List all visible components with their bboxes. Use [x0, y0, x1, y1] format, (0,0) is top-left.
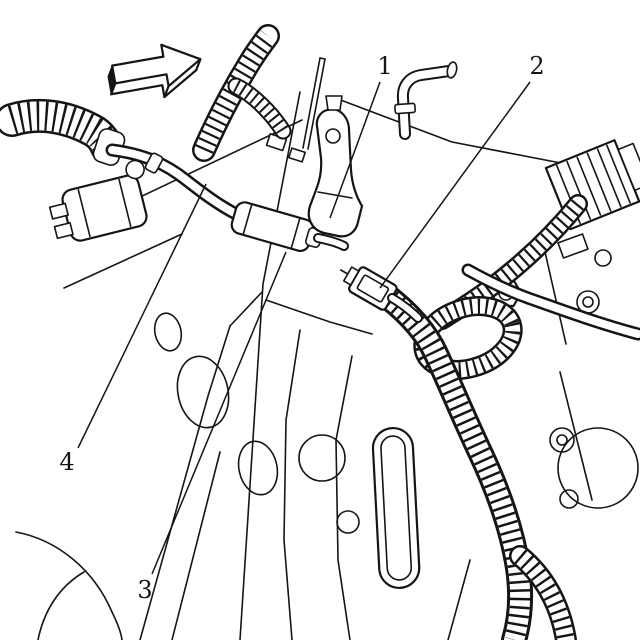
vacuum-actuator — [48, 159, 148, 242]
cylinder-outlet-stub — [313, 233, 349, 251]
callout-4: 4 — [59, 183, 207, 476]
right-smooth-hose — [461, 263, 640, 341]
engine-block-lines — [15, 91, 593, 640]
callout-1: 1 — [329, 52, 393, 219]
guide-tube-boss — [371, 426, 421, 590]
right-bosses — [549, 249, 639, 509]
callout-4-leader — [77, 183, 207, 449]
callout-2-target-connector — [340, 266, 423, 323]
engine-block-ports — [153, 312, 360, 534]
callout-4-label: 4 — [59, 448, 74, 476]
callout-2: 2 — [379, 52, 545, 289]
direction-arrow-icon — [107, 43, 202, 99]
callout-3-label: 3 — [137, 576, 152, 604]
callout-1-leader — [329, 81, 381, 219]
callout-1-label: 1 — [377, 52, 392, 80]
callout-4-target-pipe — [105, 143, 245, 222]
ribbed-hose-left — [0, 98, 126, 166]
callout-3-leader — [151, 251, 287, 575]
callouts: 1 2 3 4 — [59, 52, 544, 604]
wiring-harness-main — [371, 281, 577, 640]
coolant-pipe-fitting — [394, 61, 458, 140]
callout-2-label: 2 — [529, 52, 544, 80]
callout-1-target-bracket — [307, 95, 364, 238]
callout-3: 3 — [137, 251, 287, 604]
ribbed-conduit-top — [192, 24, 292, 162]
callout-2-leader — [379, 81, 531, 289]
